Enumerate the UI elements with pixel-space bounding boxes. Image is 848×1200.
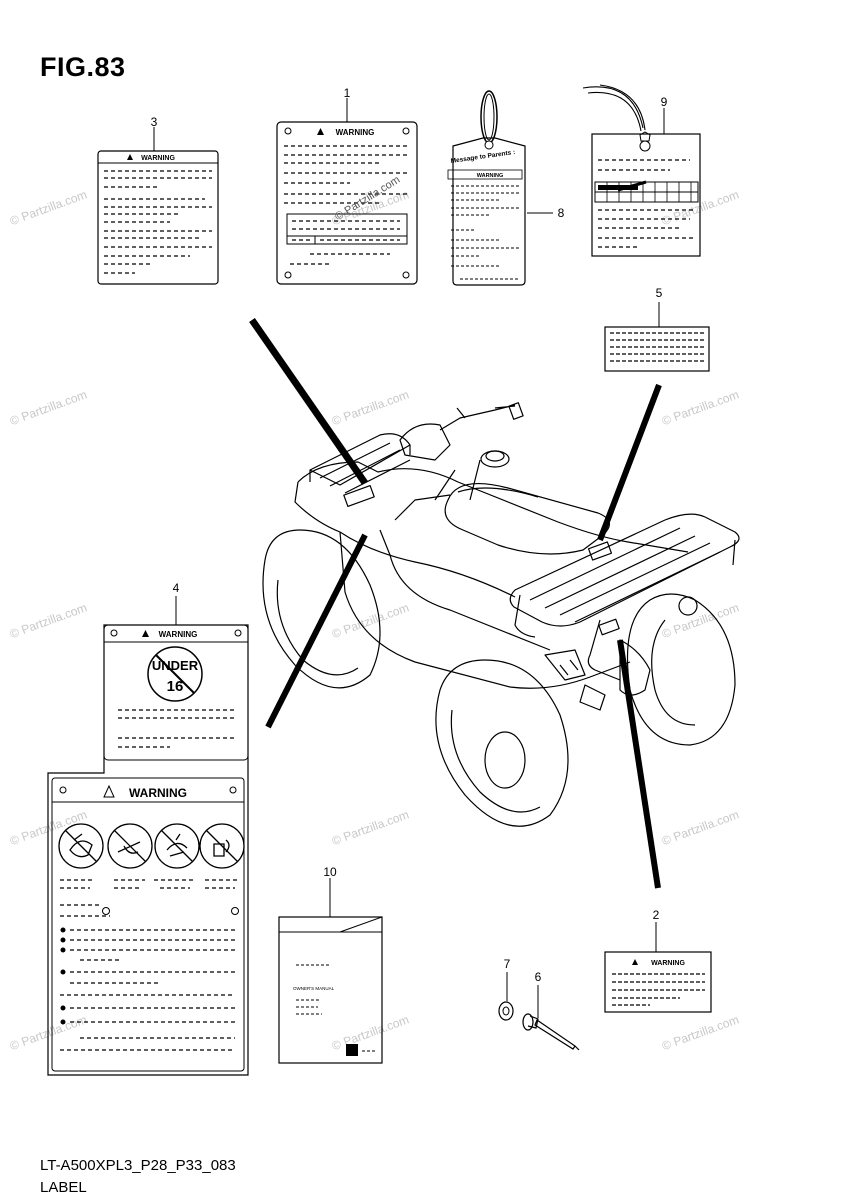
age-text: 16 <box>167 678 184 695</box>
label-5-sticker[interactable] <box>604 326 710 372</box>
callout-1: 1 <box>344 86 351 100</box>
prohibition-icons <box>58 823 245 869</box>
under-16-icon: UNDER 16 <box>147 646 203 702</box>
under-text: UNDER <box>152 658 199 673</box>
figure-code: LT-A500XPL3_P28_P33_083 <box>40 1157 236 1174</box>
warning-text: WARNING <box>159 630 198 639</box>
brand-logo-icon <box>346 1044 358 1056</box>
callout-10: 10 <box>323 865 337 879</box>
callout-4: 4 <box>173 581 180 595</box>
atv-vehicle-drawing <box>262 402 740 827</box>
warning-triangle-icon <box>317 128 324 135</box>
warning-text: WARNING <box>129 786 187 800</box>
warning-text: WARNING <box>336 128 375 137</box>
owners-manual-text: OWNER'S MANUAL <box>293 986 335 991</box>
label-3-sticker[interactable]: WARNING <box>97 150 219 285</box>
owners-manual-book[interactable]: OWNER'S MANUAL <box>278 916 383 1064</box>
warning-text: WARNING <box>651 960 685 967</box>
callout-5: 5 <box>656 286 663 300</box>
label-9-hang-tag[interactable] <box>582 84 701 257</box>
warning-triangle-icon <box>632 959 638 965</box>
message-to-parents-text: Message to Parents : <box>450 149 515 165</box>
label-8-hang-tag[interactable]: Message to Parents : WARNING <box>447 90 526 286</box>
warning-triangle-icon <box>103 784 115 798</box>
callout-9: 9 <box>661 95 668 109</box>
callout-6: 6 <box>535 970 542 984</box>
callout-2: 2 <box>653 908 660 922</box>
leader-lines <box>249 318 662 889</box>
warning-triangle-icon <box>127 154 133 160</box>
callout-8: 8 <box>558 206 565 220</box>
warning-triangle-icon <box>142 630 149 637</box>
label-2-sticker[interactable]: WARNING <box>604 951 712 1013</box>
figure-title: FIG.83 <box>40 52 126 82</box>
callout-7: 7 <box>504 957 511 971</box>
rivet-bolt-6[interactable] <box>522 1013 580 1051</box>
warning-text: WARNING <box>141 155 175 162</box>
washer-7[interactable] <box>498 1001 514 1021</box>
callout-3: 3 <box>151 115 158 129</box>
figure-caption: LABEL <box>40 1179 87 1196</box>
label-4-sticker[interactable]: WARNING UNDER 16 WARNING <box>47 624 249 1076</box>
warning-text: WARNING <box>477 173 504 179</box>
